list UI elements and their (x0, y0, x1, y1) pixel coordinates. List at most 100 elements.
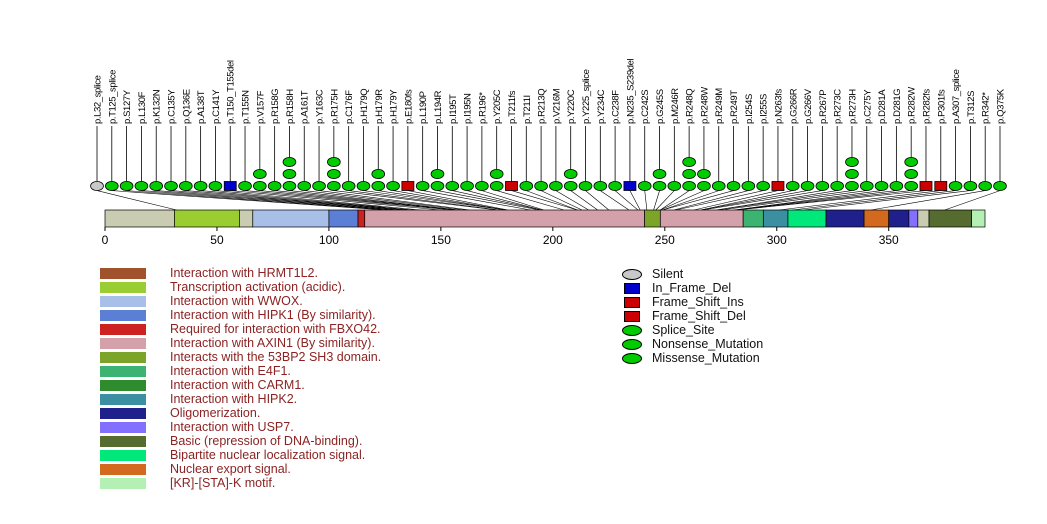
domain-legend-swatch (100, 267, 146, 279)
mutation-marker (297, 180, 312, 191)
domain-legend-label: Interaction with HRMT1L2. (170, 266, 318, 280)
domain-legend-label: Interaction with AXIN1 (By similarity). (170, 336, 375, 350)
mutation-marker (845, 180, 859, 191)
mutation-label: p.A307_splice (951, 69, 962, 124)
mutation-type-legend-item: Frame_Shift_Del (622, 309, 763, 323)
mutation-label: p.C176F (344, 90, 355, 124)
domain-segment (644, 209, 661, 228)
connector-line (660, 190, 690, 211)
connector-line (700, 190, 808, 211)
connector-line (803, 190, 971, 211)
mutation-type-legend-item: In_Frame_Del (622, 281, 763, 295)
domain-legend-swatch (100, 365, 146, 377)
connector-line (673, 190, 749, 211)
domain-segment (825, 209, 865, 228)
mutation-label: p.V157F (255, 90, 266, 124)
square-swatch-icon (624, 310, 640, 322)
domain-segment (971, 209, 986, 228)
mutation-label: p.R267P (818, 90, 829, 124)
connector-line (585, 190, 610, 211)
domain-segment (328, 209, 359, 228)
mutation-marker (563, 168, 578, 179)
mutation-label: p.R175H (329, 89, 340, 124)
domain-segment (252, 209, 330, 228)
square-swatch-icon (624, 282, 640, 294)
mutation-label: p.R342* (981, 92, 992, 124)
axis-tick-label: 150 (431, 233, 451, 247)
mutation-label: p.Y205C (492, 89, 503, 124)
mutation-marker (697, 168, 711, 179)
connector-line (570, 190, 598, 211)
mutation-marker (830, 180, 844, 191)
mutation-marker (371, 180, 386, 191)
connector-line (304, 190, 466, 211)
mutation-marker (993, 180, 1007, 191)
mutation-label: p.C238F (611, 90, 622, 124)
domain-legend-swatch (100, 477, 146, 489)
mutation-marker (859, 180, 874, 191)
mutation-marker (726, 180, 741, 191)
domain-legend-item: Oligomerization. (100, 406, 381, 420)
domain-legend-item: Interaction with AXIN1 (By similarity). (100, 336, 381, 350)
connector-line (655, 190, 675, 211)
connector-line (259, 190, 457, 211)
mutation-label: p.I254S (744, 94, 755, 124)
domain-legend-label: Oligomerization. (170, 406, 261, 420)
domain-legend-swatch (100, 463, 146, 475)
ellipse-swatch-icon (622, 352, 642, 364)
connector-line (736, 190, 927, 211)
connector-line (629, 190, 641, 211)
mutation-marker (341, 180, 356, 191)
domain-legend-label: Nuclear export signal. (170, 462, 291, 476)
mutation-type-legend-item: Frame_Shift_Ins (622, 295, 763, 309)
domain-legend-swatch (100, 351, 146, 363)
connector-line (141, 190, 397, 211)
mutation-label: p.K132N (152, 89, 163, 124)
mutation-label: p.D281A (877, 89, 888, 124)
connector-line (215, 190, 421, 211)
mutation-label: p.R249T (729, 90, 740, 124)
domain-legend-label: Interaction with HIPK2. (170, 392, 298, 406)
mutation-marker (282, 156, 297, 167)
domain-legend-label: Interaction with USP7. (170, 420, 294, 434)
mutation-marker (149, 180, 164, 191)
mutation-type-legend-label: Nonsense_Mutation (652, 337, 764, 351)
mutation-marker (401, 181, 415, 191)
mutation-marker (519, 180, 534, 191)
domain-segment (787, 209, 827, 228)
mutation-marker (238, 180, 252, 191)
mutation-marker (919, 181, 933, 191)
mutation-marker (505, 181, 518, 191)
mutation-marker (845, 156, 859, 167)
connector-line (245, 190, 453, 211)
mutation-marker (460, 180, 474, 191)
domain-legend-swatch (100, 435, 146, 447)
domain-legend-swatch (100, 449, 146, 461)
mutation-label: p.R248W (699, 87, 710, 124)
domain-legend-item: Interaction with HRMT1L2. (100, 266, 381, 280)
mutation-marker (267, 180, 282, 191)
domain-legend-item: [KR]-[STA]-K motif. (100, 476, 381, 490)
mutation-marker (356, 180, 371, 191)
connector-line (675, 190, 764, 211)
connector-line (792, 190, 956, 211)
mutation-label: p.R282W (907, 87, 918, 124)
domain-legend-label: Transcription activation (acidic). (170, 280, 346, 294)
domain-legend-item: Interaction with USP7. (100, 420, 381, 434)
domain-segment (762, 209, 789, 228)
domain-legend-swatch (100, 393, 146, 405)
domain-legend-swatch (100, 407, 146, 419)
mutation-marker (741, 180, 756, 191)
mutation-type-legend-label: In_Frame_Del (652, 281, 732, 295)
mutation-marker (652, 180, 667, 191)
connector-line (716, 190, 853, 211)
mutation-marker (904, 180, 918, 191)
mutation-type-legend-label: Splice_Site (652, 323, 715, 337)
mutation-marker (223, 181, 237, 191)
mutation-label: p.T125_splice (107, 70, 118, 124)
axis-tick-label: 200 (543, 233, 563, 247)
mutation-marker (963, 180, 978, 191)
domain-legend-label: Interaction with E4F1. (170, 364, 291, 378)
connector-line (600, 190, 630, 211)
mutation-marker (253, 168, 267, 179)
